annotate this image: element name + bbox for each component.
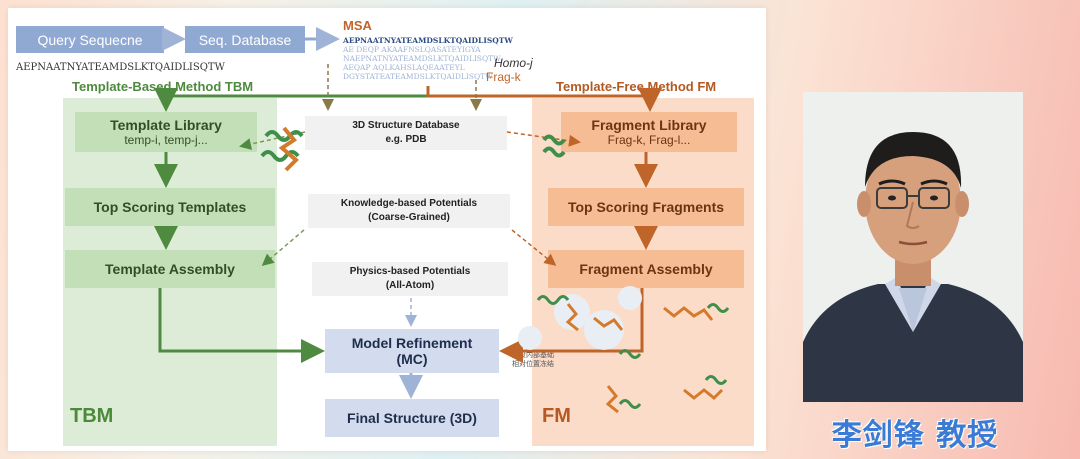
arrow [499, 288, 644, 363]
physics-potentials-box: Physics-based Potentials (All-Atom) [312, 262, 508, 296]
pdb-line1: 3D Structure Database [352, 120, 460, 131]
arrow [158, 288, 325, 363]
template-library-box: Template Library temp-i, temp-j... [75, 112, 257, 152]
arrow [154, 86, 430, 112]
fragment-library-title: Fragment Library [591, 117, 707, 133]
fragment-assembly-box: Fragment Assembly [548, 250, 744, 288]
msa-line: DGYSTATEATEAMDSLKTQAIDLISQTW [343, 72, 493, 81]
fm-note-line: 相对位置冻结 [512, 361, 554, 368]
homo-label: Homo-j [494, 56, 533, 70]
portrait-photo [803, 92, 1023, 402]
template-library-sub: temp-i, temp-j... [124, 133, 208, 147]
fragment-assembly-label: Fragment Assembly [579, 261, 713, 277]
template-assembly-label: Template Assembly [105, 261, 235, 277]
physics-line2: (All-Atom) [385, 280, 435, 291]
query-sequence-text: AEPNAATNYATEAMDSLKTQAIDLISQTW [16, 62, 225, 73]
msa-block: AEPNAATNYATEAMDSLKTQAIDLISQTW AE DEQP AK… [343, 36, 513, 81]
arrow [506, 131, 581, 147]
tbm-title: Template-Based Method TBM [72, 79, 254, 94]
portrait-illustration [803, 92, 1023, 402]
msa-line: AEPNAATNYATEAMDSLKTQAIDLISQTW [343, 36, 513, 45]
arrow [426, 86, 662, 112]
flow-arrows [154, 27, 730, 414]
msa-line: AE DEQP AKAAFNSLQASATEYIGYA [343, 45, 481, 54]
protein-cartoon-fm [542, 134, 566, 158]
model-refinement-box: Model Refinement (MC) [325, 329, 499, 373]
msa-title: MSA [343, 18, 372, 33]
top-scoring-templates-box: Top Scoring Templates [65, 188, 275, 226]
knowledge-potentials-box: Knowledge-based Potentials (Coarse-Grain… [308, 194, 510, 228]
top-scoring-templates-label: Top Scoring Templates [93, 199, 247, 215]
protein-cartoon-tbm [260, 126, 304, 172]
msa-line: AEQAP AQLKAHSLAQEAATEYL [343, 63, 465, 72]
fm-big-label: FM [542, 405, 571, 427]
diagram-slide: Query Sequecne Seq. Database AEPNAATNYAT… [8, 8, 766, 451]
pdb-line2: e.g. PDB [385, 134, 427, 145]
refinement-line1: Model Refinement [351, 335, 473, 351]
pdb-database-box: 3D Structure Database e.g. PDB [305, 116, 507, 150]
top-scoring-fragments-box: Top Scoring Fragments [548, 188, 744, 226]
query-sequence-box: Query Sequecne [16, 26, 164, 53]
seq-database-box: Seq. Database [185, 26, 305, 53]
physics-line1: Physics-based Potentials [349, 266, 471, 277]
refinement-line2: (MC) [396, 351, 428, 367]
knowledge-line1: Knowledge-based Potentials [340, 198, 478, 209]
arrow [511, 229, 557, 266]
fragment-library-sub: Frag-k, Frag-l... [607, 133, 691, 147]
fragment-library-box: Fragment Library Frag-k, Frag-l... [561, 112, 737, 152]
tbm-big-label: TBM [70, 405, 114, 427]
msa-line: NAEPNATNYATEAMDSLKTQAIDLISQTW [343, 54, 501, 63]
final-structure-label: Final Structure (3D) [347, 410, 477, 426]
person-caption: 李剑锋 教授 [831, 418, 999, 453]
knowledge-line2: (Coarse-Grained) [368, 212, 450, 223]
seq-database-label: Seq. Database [198, 31, 292, 48]
template-library-title: Template Library [110, 117, 222, 133]
query-sequence-label: Query Sequecne [37, 31, 143, 48]
top-scoring-fragments-label: Top Scoring Fragments [567, 199, 725, 215]
protein-fragments [518, 286, 730, 414]
template-assembly-box: Template Assembly [65, 250, 275, 288]
arrow [261, 229, 305, 266]
fm-note-line: 片段内部基础 [512, 352, 554, 359]
frag-label: Frag-k [486, 70, 521, 84]
fm-note: 片段内部基础 相对位置冻结 [512, 351, 554, 369]
fm-title: Template-Free Method FM [556, 79, 717, 94]
final-structure-box: Final Structure (3D) [325, 399, 499, 437]
